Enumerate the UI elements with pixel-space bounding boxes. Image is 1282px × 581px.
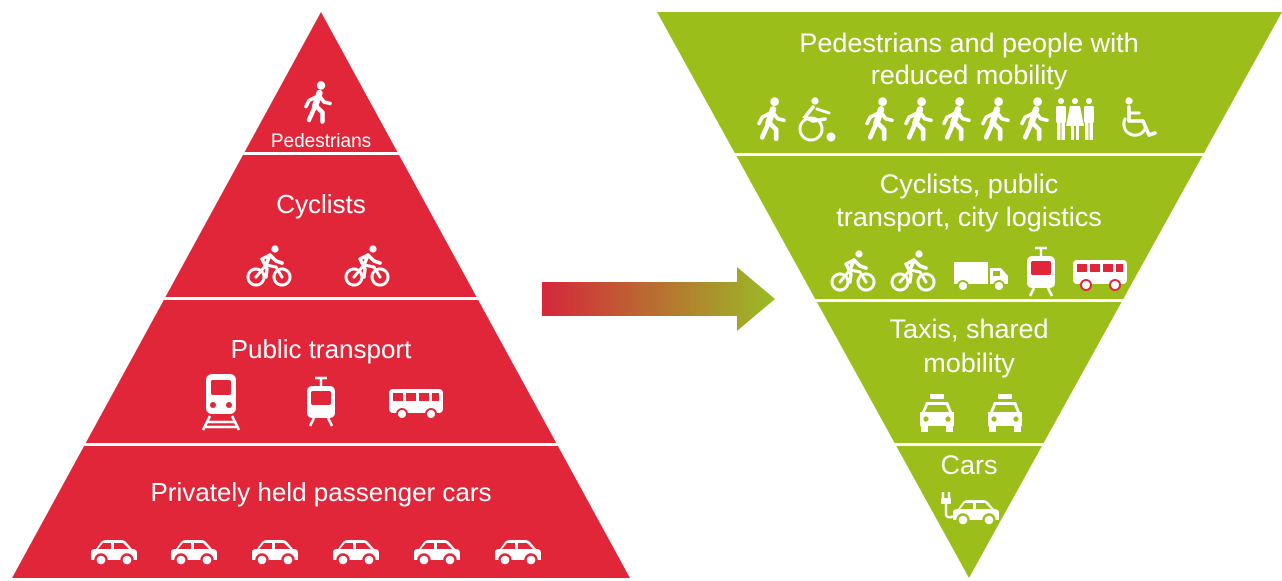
current-pyramid-shape	[12, 12, 630, 578]
train-icon	[201, 372, 241, 432]
current-tier-private-cars: Privately held passenger cars	[89, 477, 543, 567]
target-tier-taxis-label-line-2: mobility	[923, 348, 1015, 378]
target-tier-cars-label: Cars	[940, 450, 997, 480]
target-tier-pedestrians-label-line-1: Pedestrians and people with	[799, 28, 1138, 58]
current-pyramid-dividers	[12, 152, 630, 446]
current-tier-cyclists-label: Cyclists	[276, 189, 366, 219]
current-tier-public-transport: Public transport	[201, 334, 444, 432]
target-pyramid-dividers	[657, 153, 1282, 446]
target-pyramid: Pedestrians and people with reduced mobi…	[657, 12, 1282, 578]
target-tier-cyclists-label-line-1: Cyclists, public	[880, 169, 1059, 199]
target-tier-taxis-label-line-1: Taxis, shared	[889, 314, 1048, 344]
target-tier-taxis-shared: Taxis, shared mobility	[889, 314, 1049, 432]
current-tier-pedestrians-label: Pedestrians	[271, 131, 371, 152]
current-pyramid: Pedestrians Cyclists Public transport Pr…	[12, 12, 630, 578]
current-tier-private-cars-label: Privately held passenger cars	[150, 477, 491, 507]
target-tier-pedestrians: Pedestrians and people with reduced mobi…	[759, 28, 1157, 140]
current-tier-public-transport-label: Public transport	[231, 334, 412, 364]
arrow-right-icon	[542, 267, 775, 331]
current-tier-cyclists: Cyclists	[246, 189, 390, 287]
target-tier-cyclists-label-line-2: transport, city logistics	[836, 202, 1102, 232]
target-tier-pedestrians-label-line-2: reduced mobility	[871, 60, 1068, 90]
target-tier-cyclists-transport-logistics: Cyclists, public transport, city logisti…	[830, 169, 1128, 298]
target-tier-cars: Cars	[939, 450, 1001, 527]
current-tier-pedestrians: Pedestrians	[271, 81, 371, 152]
